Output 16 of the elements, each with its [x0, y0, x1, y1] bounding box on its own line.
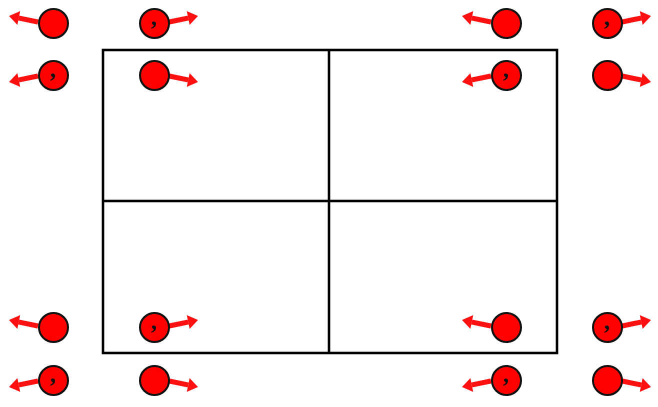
particle-circle [138, 364, 170, 396]
particle-circle [38, 8, 68, 38]
particle-circle [592, 364, 622, 396]
particle-circle [490, 60, 522, 90]
particle-circle [38, 60, 68, 90]
particle-circle [138, 8, 170, 38]
particle-circle [490, 364, 522, 396]
particle-circle [38, 312, 68, 342]
particle-circle [38, 364, 68, 396]
particle-circle [138, 60, 170, 90]
particle-circle [592, 60, 622, 90]
particle-circle [592, 8, 622, 38]
particle-circle [138, 312, 170, 342]
particle-circle [490, 312, 522, 342]
particle-circle [490, 8, 522, 38]
particle-circle [592, 312, 622, 342]
